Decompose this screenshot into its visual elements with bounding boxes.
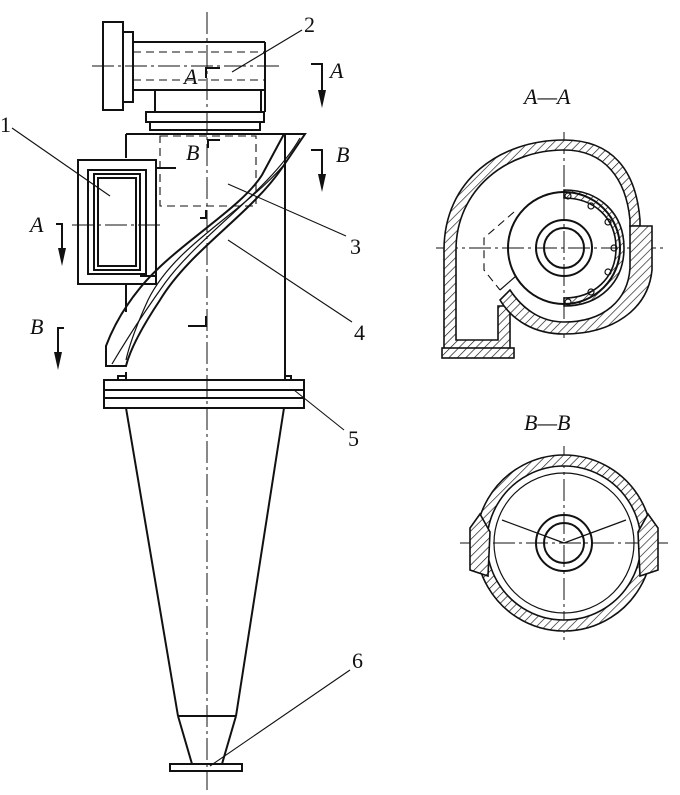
- section-cut-markers: [54, 63, 326, 370]
- main-elevation-view: 1 2 3 4 5 6 A A A B B B: [0, 12, 365, 790]
- section-mark-b-left: B: [30, 314, 43, 339]
- part-label-3: 3: [350, 234, 361, 259]
- section-bb-title: B—B: [524, 410, 570, 435]
- part-label-2: 2: [304, 12, 315, 37]
- conical-hopper: [125, 407, 285, 772]
- body-cone-flange: [103, 372, 305, 409]
- tangential-inlet: [72, 159, 176, 285]
- part-label-4: 4: [354, 320, 365, 345]
- spiral-inlet-duct: [105, 133, 307, 367]
- section-aa-title: A—A: [522, 84, 571, 109]
- section-mark-a-left: A: [28, 212, 44, 237]
- section-mark-a-top: A: [182, 64, 198, 89]
- cylinder-body: [125, 133, 302, 380]
- section-mark-a-arrow: A: [328, 58, 344, 83]
- section-bb-view: B—B: [460, 410, 668, 640]
- part-label-6: 6: [352, 648, 363, 673]
- part-label-1: 1: [0, 112, 11, 137]
- outlet-pipe: [92, 21, 282, 131]
- part-label-5: 5: [348, 426, 359, 451]
- leader-lines: [11, 29, 353, 767]
- section-aa-view: A—A: [436, 84, 664, 359]
- section-mark-b-arrow: B: [336, 142, 349, 167]
- section-mark-b-top: B: [186, 140, 199, 165]
